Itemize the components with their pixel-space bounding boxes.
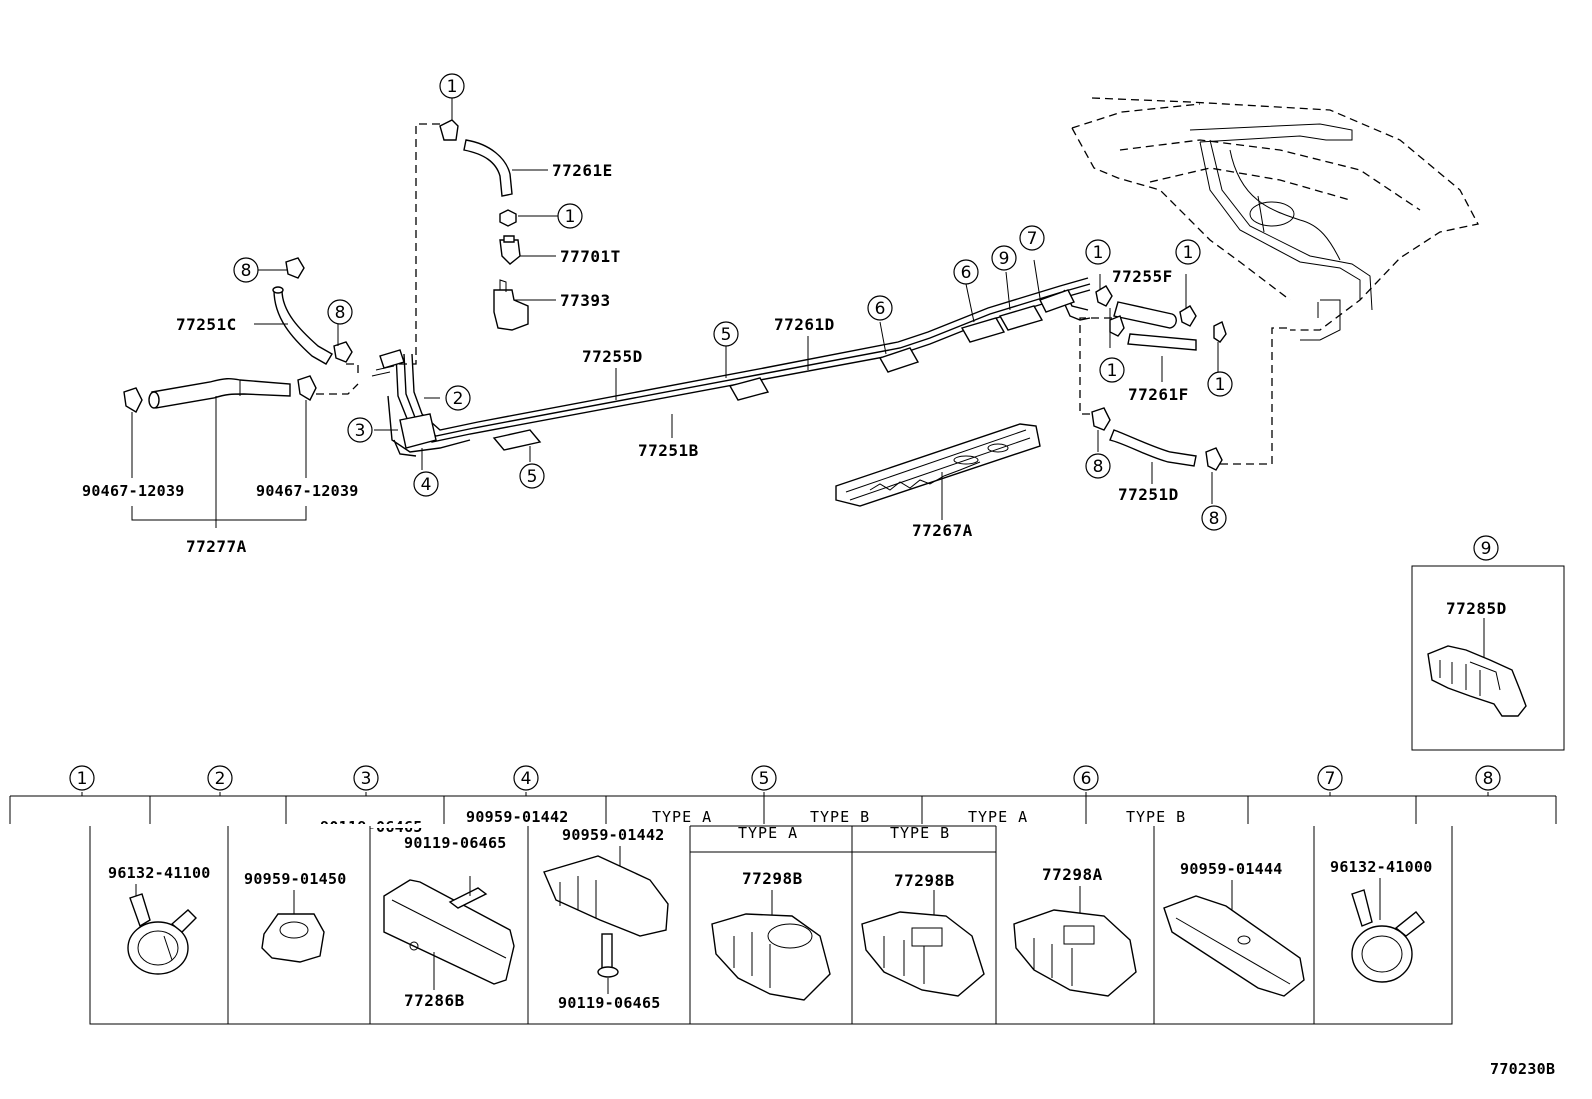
table-col-4: 4 [521, 769, 532, 789]
hose-77251C [272, 286, 333, 365]
cut-type-a-6: TYPE A [968, 808, 1028, 826]
label-77255D: 77255D [582, 347, 643, 366]
hose-77251D [1109, 429, 1197, 467]
cell-1-part: 96132-41100 [108, 864, 211, 882]
callout-2: 2 [453, 389, 464, 409]
callout-1: 1 [1183, 243, 1194, 263]
callout-5: 5 [527, 467, 538, 487]
callout-7: 7 [1027, 229, 1038, 249]
label-77701T: 77701T [560, 247, 621, 266]
cell-7-clamp-drawing [1163, 880, 1305, 997]
label-77261D: 77261D [774, 315, 835, 334]
cut-type-b-5: TYPE B [810, 808, 870, 826]
callout-3: 3 [355, 421, 366, 441]
cell-6a-part: 77298A [1042, 865, 1103, 884]
table-col-2: 2 [215, 769, 226, 789]
label-77251D: 77251D [1118, 485, 1179, 504]
label-77393: 77393 [560, 291, 611, 310]
table-col-1: 1 [77, 769, 88, 789]
label-77251C: 77251C [176, 315, 237, 334]
guide-lines [316, 123, 1292, 465]
fuel-tank-outline [1071, 97, 1479, 341]
cell-8-part: 96132-41000 [1330, 858, 1433, 876]
cell-5b-clamp-drawing [861, 890, 985, 997]
callout-1: 1 [1107, 361, 1118, 381]
callout-8: 8 [335, 303, 346, 323]
small-clips [123, 119, 1227, 471]
cell-4-bottom: 90119-06465 [558, 994, 661, 1012]
table-col-5: 5 [759, 769, 770, 789]
callout-5: 5 [721, 325, 732, 345]
cell-6a-clamp-drawing [1013, 886, 1137, 997]
callout-1: 1 [447, 77, 458, 97]
callout-1: 1 [1093, 243, 1104, 263]
hose-77277A [148, 377, 291, 409]
callout-1: 1 [1215, 375, 1226, 395]
cell-8-clamp-drawing [1351, 878, 1425, 983]
callout-circles: 1 1 8 8 2 3 4 5 5 6 6 9 7 1 1 1 1 8 8 [233, 73, 1499, 561]
label-77255F: 77255F [1112, 267, 1173, 286]
label-90467-12039-left: 90467-12039 [82, 482, 185, 500]
parts-valve [493, 209, 529, 331]
label-77251B: 77251B [638, 441, 699, 460]
callout-6: 6 [961, 263, 972, 283]
label-77261F: 77261F [1128, 385, 1189, 404]
table-col-7: 7 [1325, 769, 1336, 789]
parts-table: 1 2 3 4 5 6 7 8 90119-06465 90959-01442 … [0, 765, 1592, 1025]
diagram-id: 770230B [1490, 1060, 1555, 1078]
cut-label-col4: 90959-01442 [466, 808, 569, 826]
callout-6: 6 [875, 299, 886, 319]
cut-type-b-6: TYPE B [1126, 808, 1186, 826]
detail-box-9: 77285D [1411, 565, 1565, 751]
cell-2-clip-drawing [261, 890, 325, 963]
type-b-label-5: TYPE B [890, 824, 950, 842]
table-col-8: 8 [1483, 769, 1494, 789]
cell-4-bracket-drawing [543, 846, 669, 994]
callout-9: 9 [999, 249, 1010, 269]
type-a-label-5: TYPE A [738, 824, 798, 842]
cell-3-top: 90119-06465 [404, 834, 507, 852]
label-77285D: 77285D [1446, 599, 1507, 618]
cut-type-a-5: TYPE A [652, 808, 712, 826]
label-90467-12039-right: 90467-12039 [256, 482, 359, 500]
callout-8: 8 [241, 261, 252, 281]
cell-5b-part: 77298B [894, 871, 955, 890]
callout-1: 1 [565, 207, 576, 227]
cell-2-part: 90959-01450 [244, 870, 347, 888]
protector-77267A [835, 423, 1041, 507]
label-77267A: 77267A [912, 521, 973, 540]
hose-77261E [463, 139, 513, 197]
cell-5a-part: 77298B [742, 869, 803, 888]
cell-5a-clamp-drawing [711, 890, 831, 1001]
part-labels: 77261E 77701T 77393 77251C 77255D 77261D… [82, 161, 1189, 556]
hose-77255F [1113, 301, 1177, 329]
hose-77261F [1127, 333, 1197, 351]
cell-3-bottom: 77286B [404, 991, 465, 1010]
bundle-clamps [379, 289, 1075, 451]
table-col-6: 6 [1081, 769, 1092, 789]
callout-8: 8 [1209, 509, 1220, 529]
callout-9: 9 [1481, 539, 1492, 559]
cell-3-bracket-drawing [383, 876, 515, 990]
callout-8: 8 [1093, 457, 1104, 477]
leader-lines [131, 98, 1219, 528]
table-col-3: 3 [361, 769, 372, 789]
cell-7-part: 90959-01444 [1180, 860, 1283, 878]
callout-4: 4 [421, 475, 432, 495]
label-77277A: 77277A [186, 537, 247, 556]
cell-4-top: 90959-01442 [562, 826, 665, 844]
label-77261E: 77261E [552, 161, 613, 180]
cell-1-clamp-drawing [127, 884, 197, 975]
